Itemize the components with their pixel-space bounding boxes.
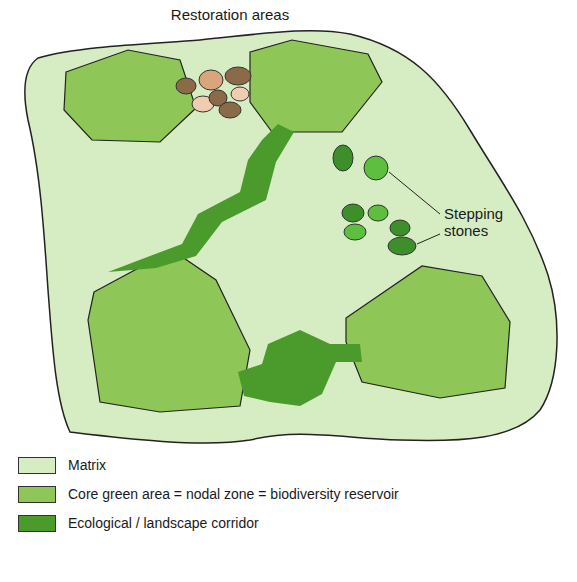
leader-lines xyxy=(389,172,440,244)
core-area xyxy=(250,40,382,132)
legend-entry: Ecological / landscape corridor xyxy=(18,513,558,535)
core-area xyxy=(346,266,510,398)
matrix-area xyxy=(25,31,557,443)
stepping-stones xyxy=(333,145,416,255)
ecological-corridor xyxy=(238,330,362,406)
core-area xyxy=(88,250,250,412)
callout-label: Stepping stones xyxy=(444,205,516,240)
legend-entry: Matrix xyxy=(18,455,558,477)
ecological-corridor xyxy=(108,124,294,272)
legend-entry: Core green area = nodal zone = biodivers… xyxy=(18,484,558,506)
core-area xyxy=(64,50,196,142)
legend-swatch xyxy=(18,486,56,503)
legend-swatch xyxy=(18,457,56,474)
legend-text: Ecological / landscape corridor xyxy=(68,515,259,531)
legend-swatch xyxy=(18,515,56,532)
legend-text: Matrix xyxy=(68,457,106,473)
legend-text: Core green area = nodal zone = biodivers… xyxy=(68,486,399,502)
callout-label: Restoration areas xyxy=(150,6,310,23)
restoration-patches xyxy=(176,67,251,118)
